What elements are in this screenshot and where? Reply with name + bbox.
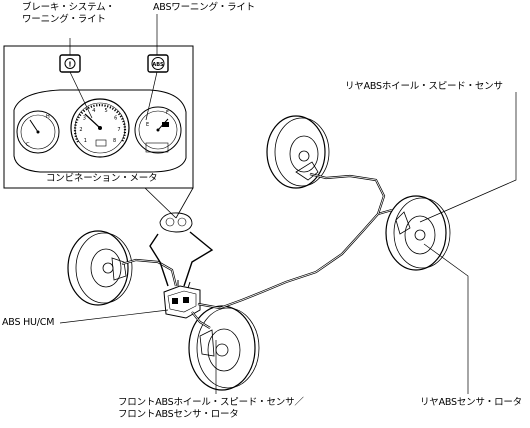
abs-hu-cm-unit bbox=[163, 280, 201, 319]
rear-right-wheel bbox=[385, 195, 451, 271]
abs-warning-light-label: ABSワーニング・ライト bbox=[153, 2, 255, 13]
rear-abs-wheel-speed-sensor-label: リヤABSホイール・スピード・センサ bbox=[345, 81, 503, 92]
tach-number: 4 bbox=[92, 108, 95, 114]
front-sensor-label-line2: フロントABSセンサ・ロータ bbox=[118, 409, 239, 420]
tach-number: 8 bbox=[113, 138, 116, 144]
tachometer bbox=[70, 98, 130, 158]
tach-number: 3 bbox=[83, 115, 86, 121]
rear-rotor-leader bbox=[423, 243, 469, 394]
gauge-mark: C bbox=[26, 142, 30, 148]
gauge-mark: F bbox=[166, 110, 169, 116]
rear-left-wheel bbox=[266, 115, 330, 189]
gauge-mark: H bbox=[46, 114, 50, 120]
svg-text:!: ! bbox=[68, 61, 71, 69]
svg-text:ABS: ABS bbox=[152, 62, 164, 68]
brake-warning-icon: ! bbox=[59, 54, 81, 73]
tach-number: 7 bbox=[117, 127, 120, 133]
gauge-mark: E bbox=[146, 122, 149, 128]
rear-abs-sensor-rotor-label: リヤABSセンサ・ロータ bbox=[420, 397, 522, 408]
abs-lamp-leader bbox=[145, 71, 158, 121]
abs-hu-cm-label: ABS HU/CM bbox=[2, 317, 55, 328]
front-left-wheel bbox=[67, 230, 133, 306]
dashboard-cluster bbox=[159, 212, 193, 233]
front-sensor-label-line1: フロントABSホイール・スピード・センサ／ bbox=[118, 397, 304, 408]
tach-number: 2 bbox=[79, 127, 82, 133]
brake-lamp-leader bbox=[69, 71, 93, 119]
tach-number: 5 bbox=[105, 108, 108, 114]
brake-warning-light-label-line1: ブレーキ・システム・ bbox=[22, 2, 115, 13]
rear-sensor-leader bbox=[419, 92, 517, 223]
combination-meter-inset: ! ABS bbox=[3, 45, 194, 219]
brake-warning-light-label-line2: ワーニング・ライト bbox=[22, 14, 106, 25]
fuel-gauge bbox=[134, 106, 182, 154]
temperature-gauge bbox=[16, 110, 60, 154]
brake-lines bbox=[121, 172, 393, 329]
tach-number: 6 bbox=[114, 115, 117, 121]
cluster-housing bbox=[13, 89, 187, 173]
abs-warning-icon: ABS bbox=[147, 54, 169, 73]
tach-number: 1 bbox=[84, 138, 87, 144]
front-right-wheel bbox=[188, 305, 260, 391]
abs-hucm-leader bbox=[59, 309, 169, 324]
combination-meter-label: コンビネーション・メータ bbox=[44, 173, 160, 185]
